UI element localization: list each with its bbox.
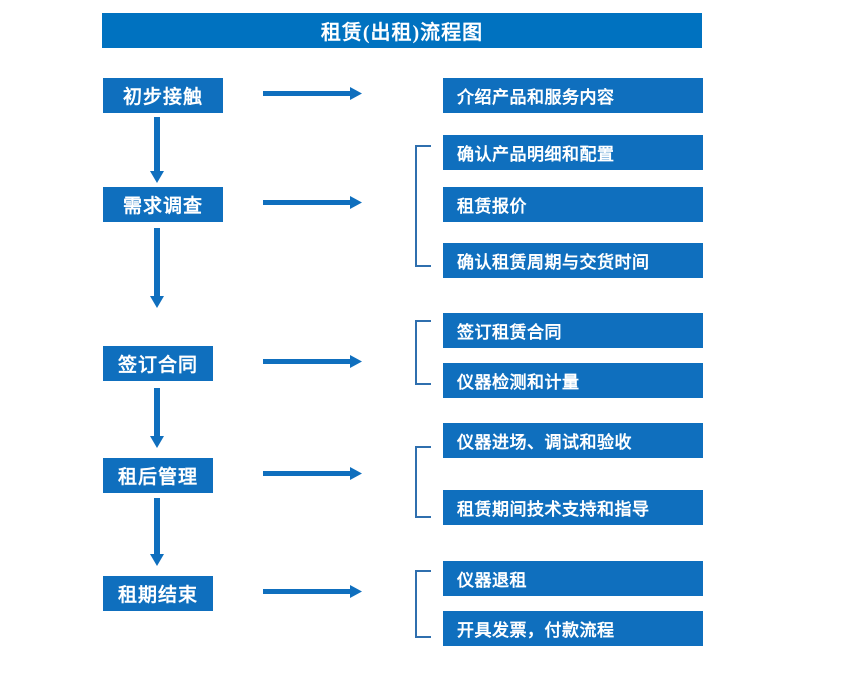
flow-arrow-down <box>150 228 164 308</box>
detail-label: 签订租赁合同 <box>457 323 562 342</box>
group-bracket <box>415 570 431 638</box>
group-bracket <box>415 446 431 518</box>
detail-box[interactable]: 租赁报价 <box>443 187 703 222</box>
stage-box[interactable]: 租后管理 <box>103 458 213 493</box>
stage-label: 需求调查 <box>122 196 203 217</box>
page-title: 租赁(出租)流程图 <box>102 13 702 48</box>
detail-box[interactable]: 签订租赁合同 <box>443 313 703 348</box>
detail-box[interactable]: 确认租赁周期与交货时间 <box>443 243 703 278</box>
flow-arrow-right <box>263 354 362 368</box>
flow-arrow-right <box>263 195 362 209</box>
detail-label: 确认租赁周期与交货时间 <box>457 253 650 272</box>
detail-box[interactable]: 确认产品明细和配置 <box>443 135 703 170</box>
stage-box[interactable]: 签订合同 <box>103 346 213 381</box>
detail-box[interactable]: 仪器检测和计量 <box>443 363 703 398</box>
stage-label: 租后管理 <box>117 467 198 488</box>
detail-label: 仪器进场、调试和验收 <box>457 433 632 452</box>
stage-box[interactable]: 租期结束 <box>103 576 213 611</box>
flow-arrow-down <box>150 388 164 448</box>
flow-arrow-right <box>263 466 362 480</box>
detail-box[interactable]: 开具发票，付款流程 <box>443 611 703 646</box>
detail-label: 租赁报价 <box>457 197 527 216</box>
stage-label: 签订合同 <box>117 355 198 376</box>
flow-arrow-right <box>263 86 362 100</box>
flow-arrow-down <box>150 498 164 566</box>
detail-label: 租赁期间技术支持和指导 <box>457 500 650 519</box>
group-bracket <box>415 145 431 267</box>
stage-box[interactable]: 初步接触 <box>103 78 223 113</box>
detail-box[interactable]: 介绍产品和服务内容 <box>443 78 703 113</box>
group-bracket <box>415 320 431 385</box>
detail-box[interactable]: 仪器退租 <box>443 561 703 596</box>
detail-label: 确认产品明细和配置 <box>457 145 615 164</box>
flow-arrow-right <box>263 584 362 598</box>
detail-box[interactable]: 租赁期间技术支持和指导 <box>443 490 703 525</box>
stage-box[interactable]: 需求调查 <box>103 187 223 222</box>
detail-label: 仪器检测和计量 <box>457 373 580 392</box>
flow-arrow-down <box>150 117 164 183</box>
detail-label: 开具发票，付款流程 <box>457 621 615 640</box>
detail-label: 仪器退租 <box>457 571 527 590</box>
detail-box[interactable]: 仪器进场、调试和验收 <box>443 423 703 458</box>
stage-label: 初步接触 <box>122 87 203 108</box>
stage-label: 租期结束 <box>117 585 198 606</box>
detail-label: 介绍产品和服务内容 <box>457 88 615 107</box>
